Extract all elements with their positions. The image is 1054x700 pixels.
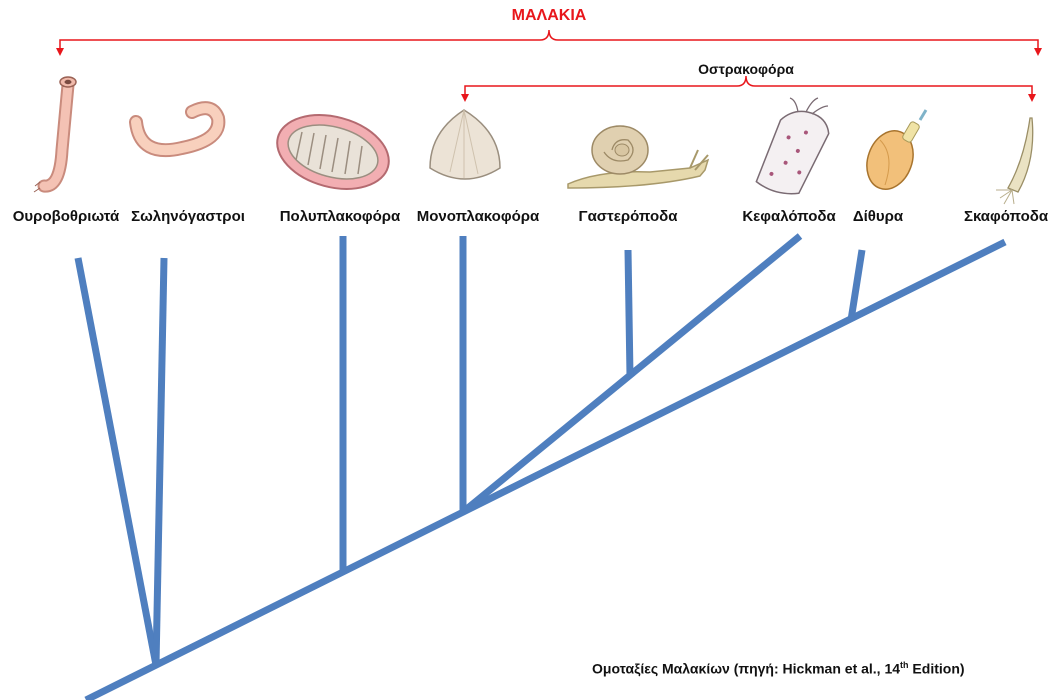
- branch-gasteropod: [628, 250, 630, 376]
- tusk-shell-icon: [996, 118, 1033, 204]
- branch-ouroboth: [78, 258, 156, 665]
- caption-text: Ομοταξίες Μαλακίων (πηγή: Hickman et al.…: [592, 661, 900, 677]
- worm-icon: [34, 77, 76, 192]
- ostrakofora-bracket: [461, 76, 1036, 102]
- taxon-label: Γαστερόποδα: [579, 208, 678, 225]
- tree-trunk: [86, 242, 1005, 700]
- taxon-label: Μονοπλακοφόρα: [417, 208, 539, 225]
- squid-icon: [755, 98, 833, 202]
- caption-end: Edition): [909, 661, 965, 677]
- branch-solinog: [156, 258, 164, 665]
- bivalve-icon: [859, 110, 926, 196]
- group-label-ostrakofora: Οστρακοφόρα: [698, 61, 794, 77]
- branch-dithyra: [851, 250, 862, 320]
- chiton-icon: [269, 103, 397, 200]
- taxon-label: Σωληνόγαστροι: [131, 208, 245, 225]
- group-label-malakia: ΜΑΛΑΚΙΑ: [512, 7, 587, 25]
- taxon-label: Σκαφόποδα: [964, 208, 1048, 225]
- figure-caption: Ομοταξίες Μαλακίων (πηγή: Hickman et al.…: [592, 660, 965, 677]
- taxon-label: Δίθυρα: [853, 208, 903, 225]
- limpet-shell-icon: [430, 110, 500, 179]
- snail-icon: [568, 126, 708, 188]
- malakia-bracket: [56, 30, 1042, 56]
- curled-worm-icon: [136, 108, 218, 150]
- caption-superscript: th: [900, 660, 909, 670]
- phylogenetic-tree: [78, 236, 1005, 700]
- taxon-label: Ουροβοθριωτά: [13, 208, 119, 225]
- taxon-label: Πολυπλακοφόρα: [280, 208, 401, 225]
- taxon-label: Κεφαλόποδα: [742, 208, 835, 225]
